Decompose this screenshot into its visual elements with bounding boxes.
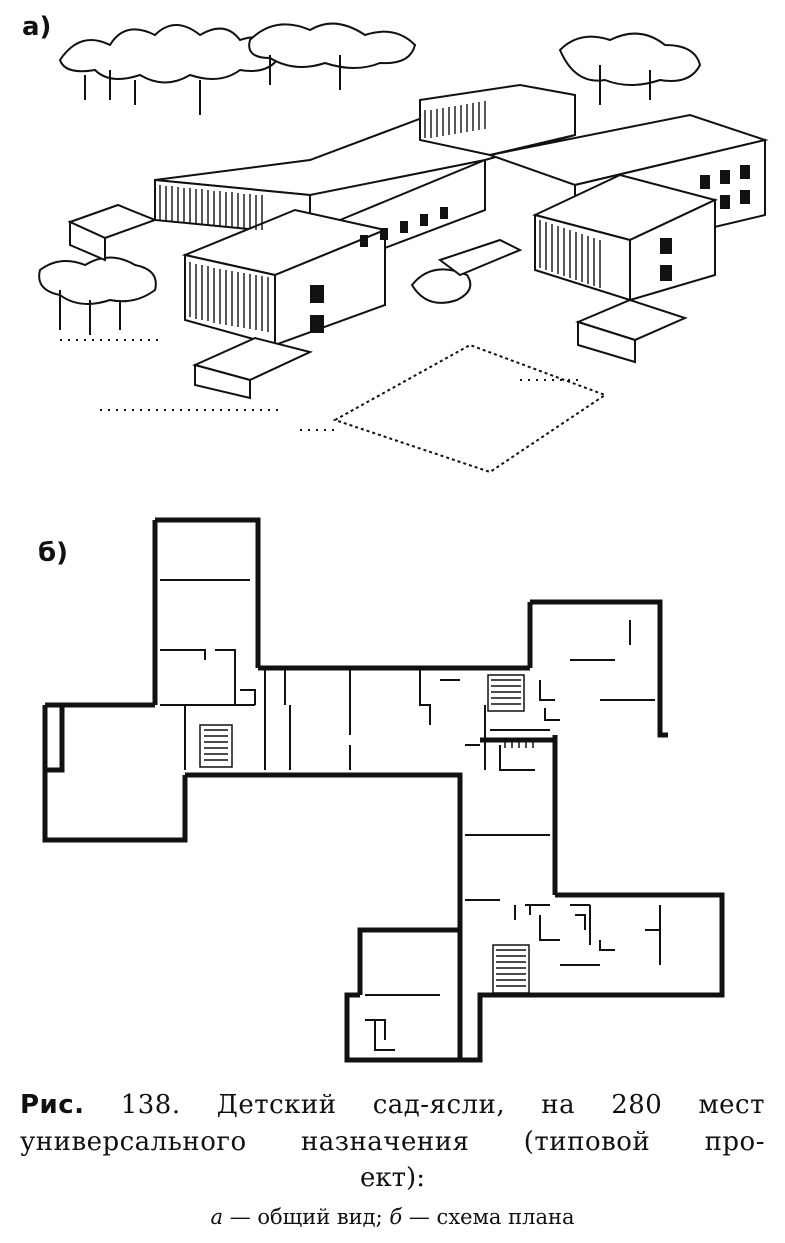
pavilion-front-body (194, 363, 251, 400)
window (740, 165, 750, 179)
perspective-view-drawing (38, 22, 769, 474)
figure-title: Детский сад-ясли, на 280 мест (216, 1090, 765, 1120)
playground-area (332, 343, 608, 474)
legend-a-text: — общий вид; (223, 1205, 390, 1229)
legend-b-text: — схема плана (402, 1205, 575, 1229)
legend-a-letter: а (210, 1205, 224, 1229)
plan-partition (365, 994, 440, 1051)
right-cube-right (629, 198, 716, 302)
window (360, 235, 368, 247)
plan-wall (344, 892, 725, 1063)
plan-partition (160, 579, 256, 770)
left-cube-right (274, 228, 386, 347)
plan-wall (42, 702, 188, 843)
tree-canopy (248, 22, 417, 69)
pavilion-left-body (69, 220, 106, 262)
window (720, 170, 730, 184)
facade-hatching (539, 220, 601, 288)
window (310, 285, 324, 303)
window (380, 228, 388, 240)
staircase (487, 674, 525, 712)
pool (410, 268, 472, 304)
plan-partition (539, 620, 655, 721)
figure-caption-line-2: универсального назначения (типовой про- (20, 1127, 765, 1157)
plan-wall (152, 517, 261, 705)
facade-hatching (424, 101, 486, 138)
facade-hatching (159, 185, 263, 230)
staircase (492, 944, 530, 994)
pavilion-right-body (577, 320, 636, 364)
window (400, 221, 408, 233)
window (420, 214, 428, 226)
tree-canopy (558, 32, 702, 86)
window (660, 238, 672, 254)
plan-detail (504, 738, 534, 748)
facade-hatching (189, 262, 269, 332)
slide (437, 238, 523, 277)
figure-prefix: Рис. (20, 1090, 85, 1120)
figure-caption-line-3: ект): (360, 1163, 425, 1193)
window (740, 190, 750, 204)
window (310, 315, 324, 333)
figure-number: 138. (120, 1090, 181, 1120)
ground-dots (60, 339, 580, 431)
window (440, 207, 448, 219)
figure-legend: а — общий вид; б — схема плана (0, 1205, 785, 1229)
figure-caption-line-1: Рис. 138. Детский сад-ясли, на 280 мест (20, 1090, 765, 1120)
rear-block-roof (419, 83, 576, 157)
panel-label-b: б) (38, 538, 69, 568)
window (720, 195, 730, 209)
plan-partition (465, 834, 661, 966)
window (660, 265, 672, 281)
window (700, 175, 710, 189)
plan-wall (185, 665, 555, 1060)
plan-partition (264, 668, 550, 771)
floor-plan-drawing (42, 517, 725, 1063)
panel-label-a: а) (22, 12, 52, 42)
legend-b-letter: б (389, 1205, 403, 1229)
tree-trunks (59, 55, 651, 335)
plan-wall (527, 599, 668, 895)
